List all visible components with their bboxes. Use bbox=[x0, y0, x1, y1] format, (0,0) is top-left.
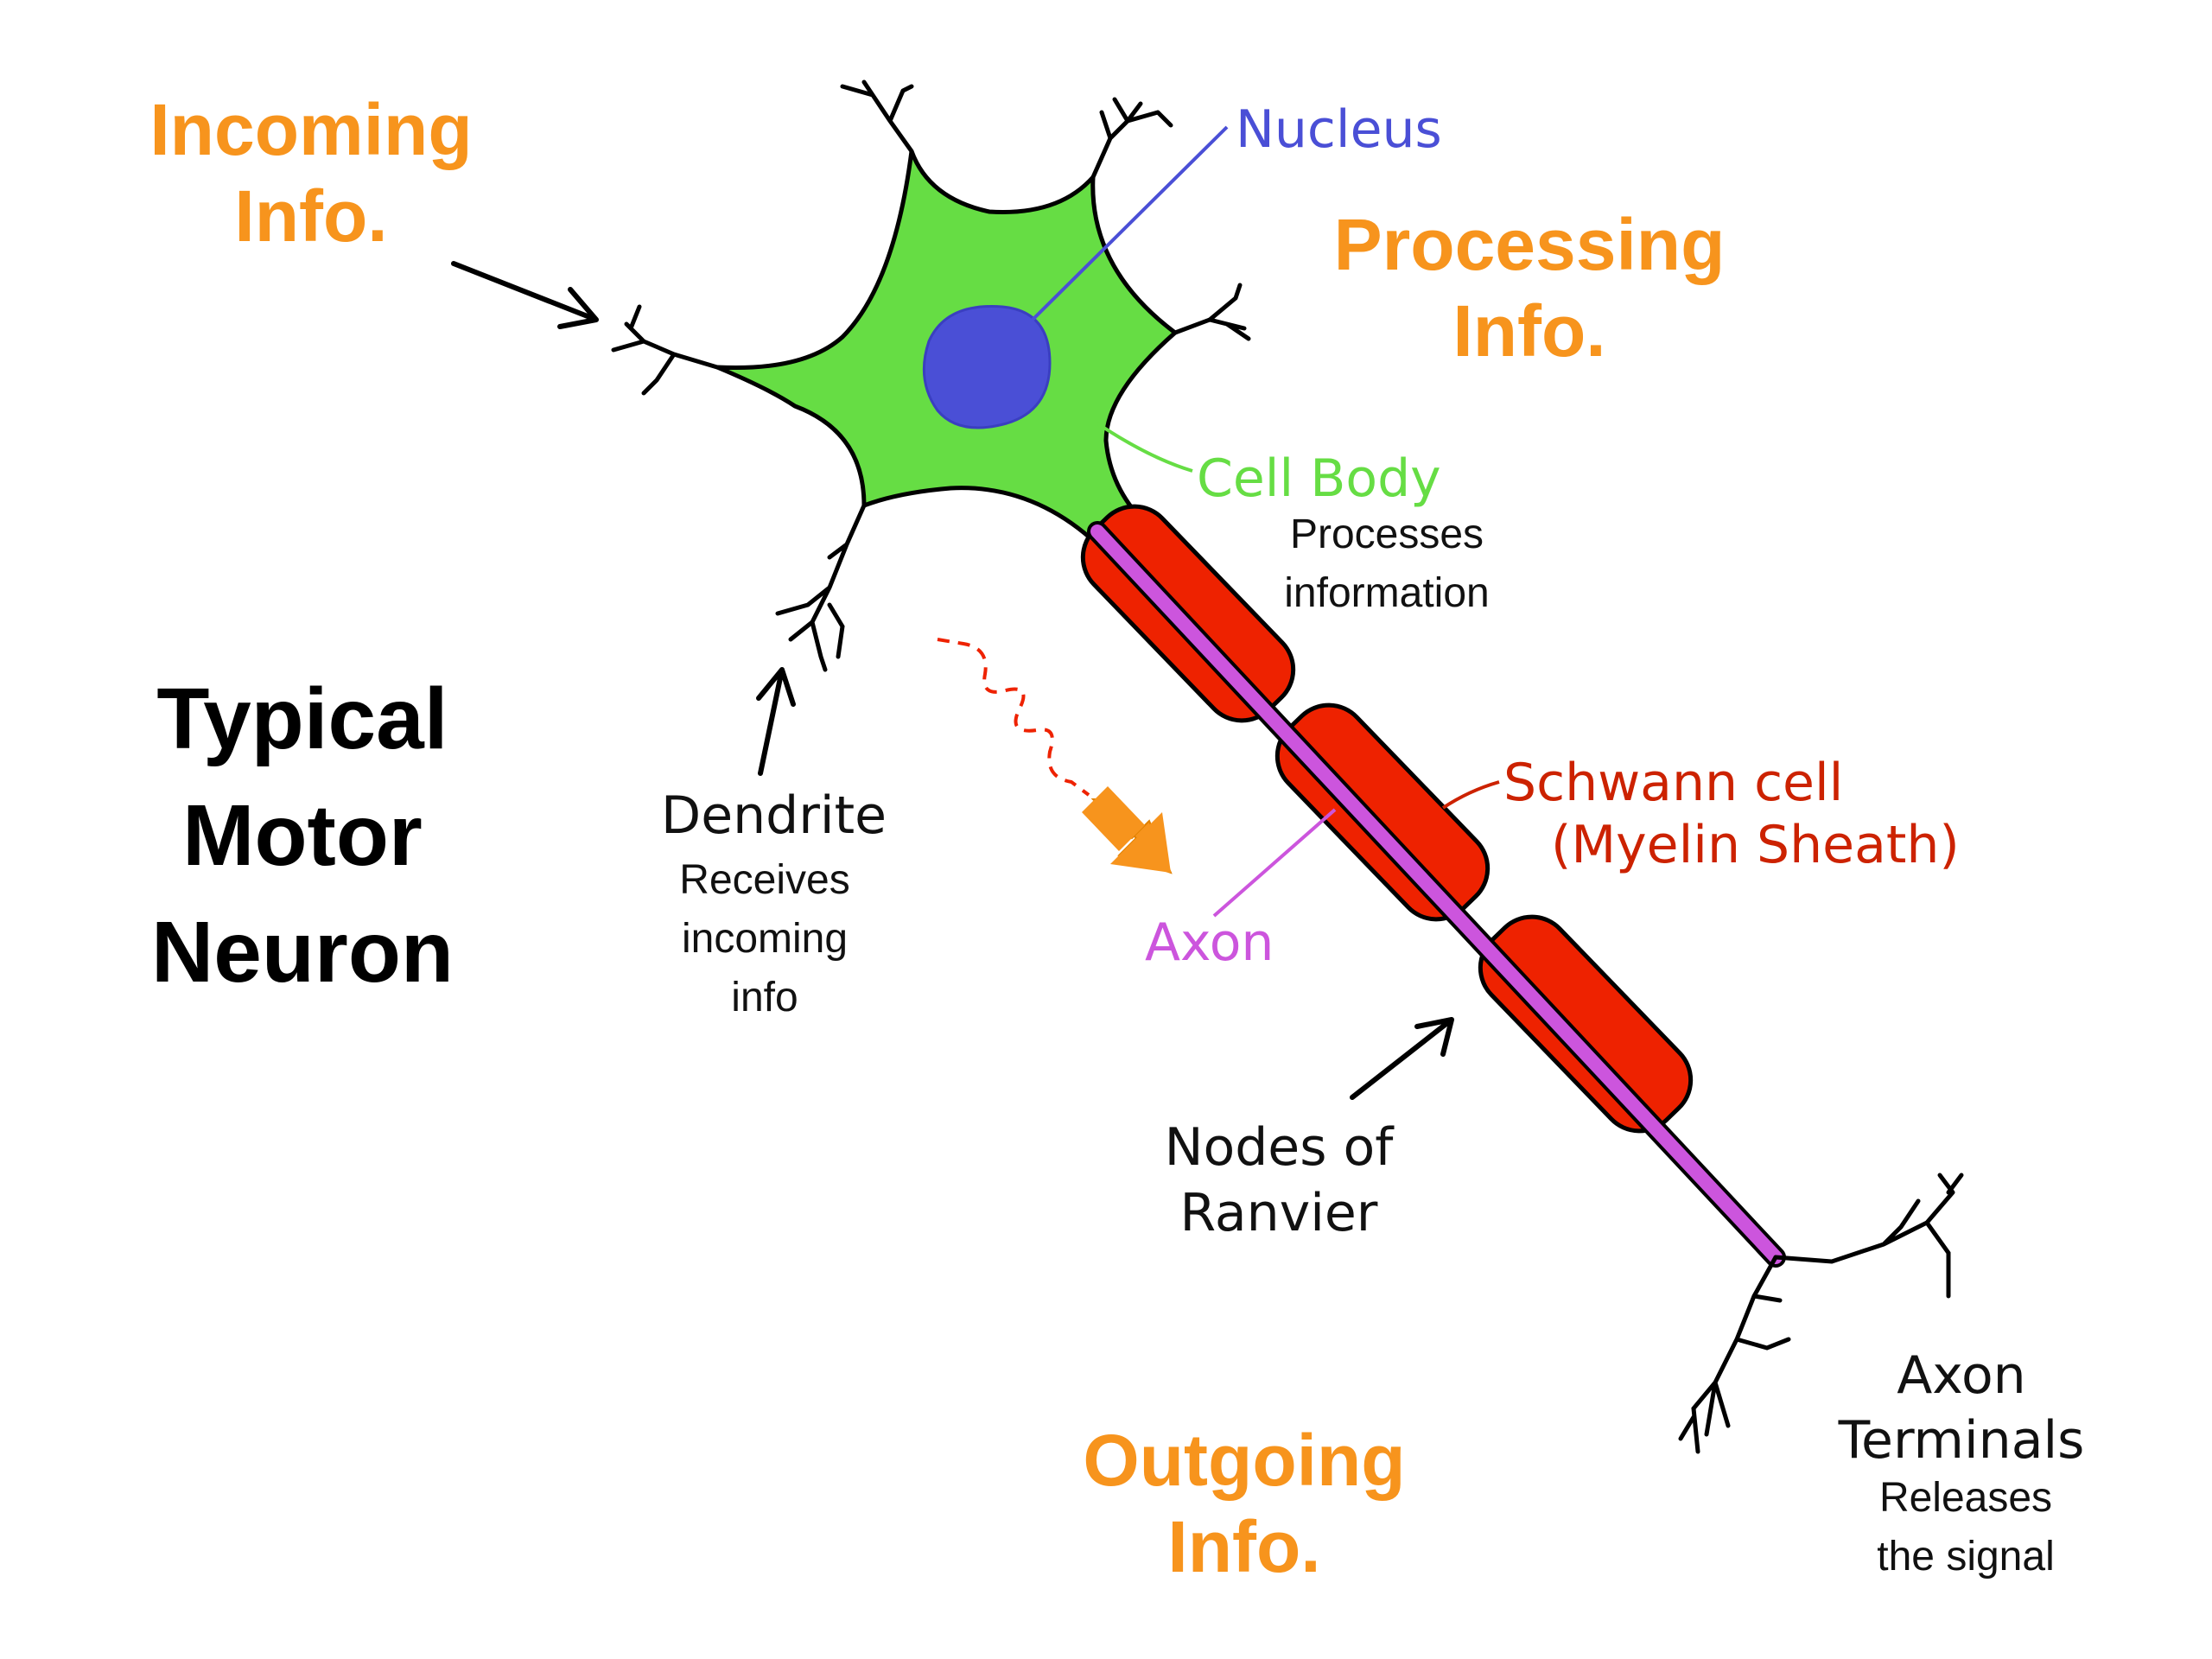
title-line-1: Typical bbox=[156, 671, 448, 767]
dendrites bbox=[611, 79, 1251, 672]
schwann-cell-label: Schwann cell (Myelin Sheath) bbox=[1503, 752, 1960, 876]
nodes-line-2: Ranvier bbox=[1179, 1183, 1378, 1243]
cell-body-desc-line-1: Processes bbox=[1289, 512, 1484, 557]
title-line-3: Neuron bbox=[151, 904, 454, 1001]
cell-body-desc-line-2: information bbox=[1284, 570, 1490, 616]
nodes-line-1: Nodes of bbox=[1164, 1117, 1394, 1178]
title-line-2: Motor bbox=[182, 787, 423, 884]
nucleus-shape bbox=[922, 305, 1052, 429]
cell-body-description: Processes information bbox=[1253, 505, 1521, 623]
dendrite-description: Receives incoming info bbox=[639, 851, 890, 1027]
nucleus-label: Nucleus bbox=[1236, 99, 1442, 160]
schwann-line-1: Schwann cell bbox=[1503, 753, 1844, 813]
axon-terminals-label: Axon Terminals bbox=[1823, 1344, 2100, 1473]
cell-body-label: Cell Body bbox=[1197, 448, 1441, 509]
terminals-desc-line-2: the signal bbox=[1877, 1534, 2055, 1580]
processing-info-line-1: Processing bbox=[1333, 204, 1726, 285]
page-title: Typical Motor Neuron bbox=[121, 661, 484, 1011]
axon-terminals-branches bbox=[1678, 1173, 1964, 1454]
axon-terminals-description: Releases the signal bbox=[1840, 1469, 2091, 1586]
dendrite-desc-line-1: Receives bbox=[679, 857, 850, 903]
terminals-line-1: Axon bbox=[1897, 1345, 2026, 1406]
leader-lines bbox=[1031, 125, 1500, 918]
outgoing-info-line-1: Outgoing bbox=[1083, 1420, 1406, 1501]
dendrite-desc-line-3: info bbox=[731, 975, 798, 1020]
terminals-line-2: Terminals bbox=[1838, 1410, 2085, 1471]
outgoing-info-line-2: Info. bbox=[1167, 1506, 1321, 1587]
pointer-arrows bbox=[451, 261, 1454, 1100]
dendrite-label: Dendrite bbox=[661, 785, 887, 846]
schwann-line-2: (Myelin Sheath) bbox=[1551, 815, 1960, 875]
nodes-of-ranvier-label: Nodes of Ranvier bbox=[1149, 1115, 1408, 1246]
outgoing-info-label: Outgoing Info. bbox=[1037, 1417, 1452, 1590]
signal-squiggle bbox=[937, 638, 1090, 797]
terminals-desc-line-1: Releases bbox=[1878, 1475, 2053, 1521]
incoming-info-line-2: Info. bbox=[234, 175, 388, 257]
axon-label: Axon bbox=[1145, 912, 1274, 973]
signal-direction-arrow bbox=[1082, 786, 1173, 874]
processing-info-label: Processing Info. bbox=[1322, 201, 1737, 374]
incoming-info-line-1: Incoming bbox=[149, 89, 473, 170]
processing-info-line-2: Info. bbox=[1452, 290, 1606, 372]
dendrite-desc-line-2: incoming bbox=[681, 916, 849, 962]
incoming-info-label: Incoming Info. bbox=[138, 86, 484, 259]
